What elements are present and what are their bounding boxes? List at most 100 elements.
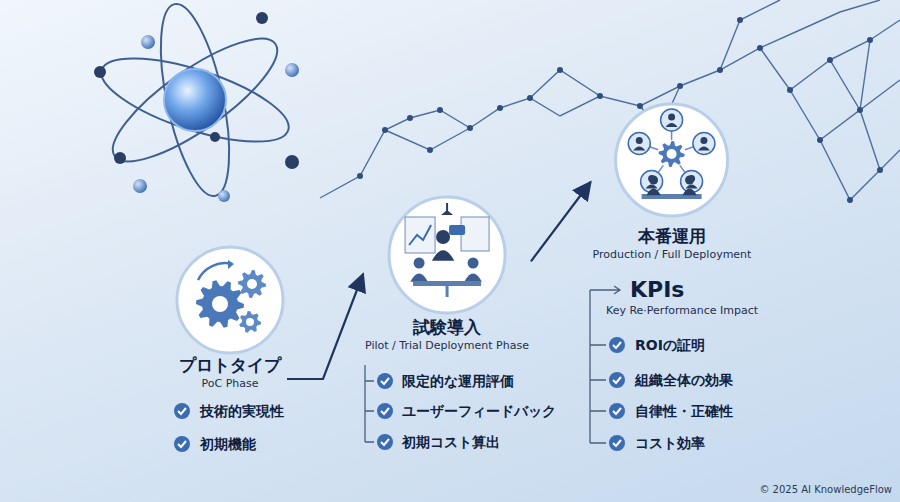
meeting-icon-part (449, 225, 465, 235)
team-icon-part (629, 132, 651, 154)
stage-node: プロトタイプPoC Phase (175, 245, 285, 391)
network-line-part (385, 128, 470, 150)
network-dots-part (382, 127, 388, 133)
checklist-item: コスト効率 (635, 434, 705, 452)
network-dots-part (467, 125, 473, 131)
checklist-item: 自律性・正確性 (635, 402, 733, 420)
network-dots-part (407, 115, 413, 121)
network-dots-part (717, 67, 723, 73)
check-icon-part (174, 436, 190, 452)
gears-icon-part (228, 260, 234, 269)
check-icon-part (174, 403, 190, 419)
network-dots-part (877, 167, 883, 173)
network-dots-part (437, 107, 443, 113)
network-line-part (790, 90, 900, 170)
check-icon-part (609, 372, 625, 388)
meeting-icon-part (445, 286, 448, 297)
checklist-item: 初期コスト算出 (402, 433, 500, 451)
person-head (650, 176, 659, 185)
stage-node: 試験導入Pilot / Trial Deployment Phase (365, 195, 529, 353)
check-icon-part (381, 439, 389, 445)
stage-subtitle: Production / Full Deployment (593, 248, 752, 262)
network-line-part (720, 0, 780, 70)
kpi-subtitle: Key Re·Performance Impact (606, 304, 758, 318)
team-icon-part (646, 185, 658, 189)
bracket-lines-part (590, 286, 620, 294)
atom-illustration-part (133, 179, 147, 193)
meeting-icon-part (461, 217, 489, 251)
check-icon (377, 434, 393, 450)
check-icon (174, 436, 190, 452)
team-icon-part (636, 137, 643, 144)
atom-illustration-part (114, 152, 126, 164)
bracket-lines-part (365, 365, 374, 442)
person-body (464, 273, 482, 281)
network-dots-part (497, 105, 503, 111)
team-icon-part (659, 141, 685, 167)
atom-illustration-part (94, 66, 106, 78)
gears-icon-part (246, 318, 254, 326)
atom-illustration-part (98, 19, 293, 181)
network-dots-part (867, 37, 873, 43)
network-dots-part (597, 93, 603, 99)
atom-illustration-part (218, 190, 230, 202)
stage-node: 本番運用Production / Full Deployment (593, 102, 752, 262)
stage-title: プロトタイプ (179, 355, 281, 376)
gears-icon-part (238, 270, 266, 298)
atom-illustration-part (256, 12, 268, 24)
check-icon (609, 435, 625, 451)
team-icon-part (686, 185, 698, 189)
stage-title: 本番運用 (638, 226, 706, 247)
check-icon (377, 403, 393, 419)
network-line (320, 0, 900, 200)
check-icon-part (178, 441, 186, 447)
icon-circle (616, 104, 728, 216)
meeting-icon-part (409, 225, 431, 245)
team-icon-part (693, 132, 715, 154)
network-dots-part (787, 87, 793, 93)
bracket-lines-part (590, 290, 606, 443)
gears-icon-part (198, 263, 232, 280)
network-line-part (820, 140, 880, 200)
team-icon-part (698, 146, 710, 150)
network-dots-part (527, 95, 533, 101)
meeting-icon-part (446, 203, 448, 211)
person-head (436, 230, 450, 244)
team-icon-part (634, 146, 646, 150)
network-dots-part (757, 45, 763, 51)
person-body (647, 189, 661, 196)
atom-illustration-part (141, 35, 155, 49)
gears-icon-part (196, 280, 244, 327)
person-body (432, 250, 454, 260)
network-line-part (760, 48, 900, 110)
stage-icon (175, 245, 285, 355)
network-dots-part (857, 107, 863, 113)
network-line-part (830, 20, 900, 60)
check-icon-part (377, 373, 393, 389)
network-dots-part (557, 67, 563, 73)
stage-subtitle: PoC Phase (202, 377, 259, 391)
check-icon-part (613, 342, 621, 348)
check-icon-part (381, 408, 389, 414)
stage-icon (387, 195, 507, 315)
icon-circle (389, 197, 505, 313)
check-icon (377, 373, 393, 389)
check-icon-part (609, 435, 625, 451)
check-icon-part (178, 408, 186, 414)
check-icon-part (381, 378, 389, 384)
check-icon-part (613, 377, 621, 383)
network-line-part (530, 70, 600, 98)
network-dots-part (677, 83, 683, 89)
gears-icon (196, 260, 266, 333)
gears-icon-part (247, 279, 257, 289)
atom-illustration-part (285, 155, 299, 169)
meeting-icon-part (441, 210, 453, 215)
network-dots-part (817, 137, 823, 143)
bracket-lines (365, 286, 620, 443)
team-icon-part (661, 109, 683, 131)
atom-illustration-part (210, 132, 220, 142)
flow-arrow (287, 274, 363, 379)
check-icon (609, 403, 625, 419)
person-body (410, 273, 428, 281)
